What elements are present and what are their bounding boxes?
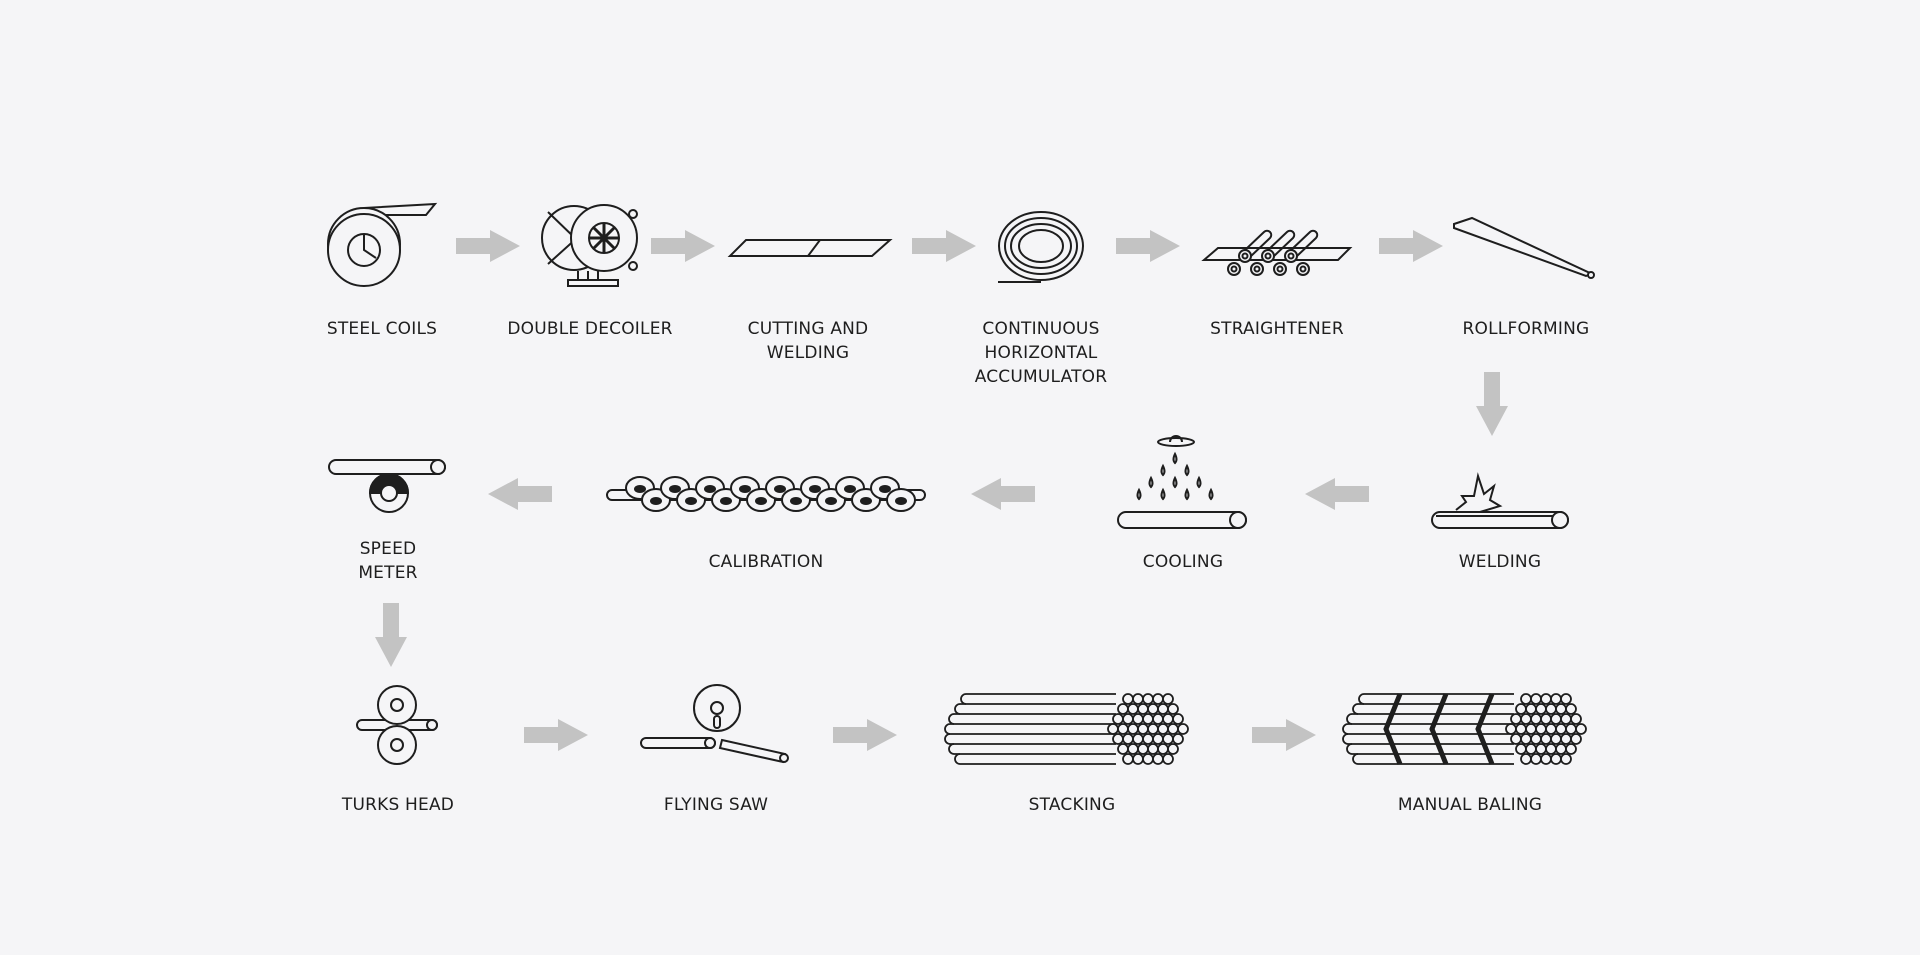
accumulator-icon	[996, 210, 1086, 286]
step-label-stacking: STACKING	[1028, 795, 1116, 815]
step-label-accumulator: CONTINUOUS HORIZONTAL ACCUMULATOR	[974, 319, 1108, 387]
arrow-right-icon	[1379, 230, 1443, 262]
stacking-icon	[946, 692, 1200, 768]
double-decoiler-icon	[538, 200, 642, 290]
arrow-right-icon	[1252, 719, 1316, 751]
step-label-straightener: STRAIGHTENER	[1210, 319, 1344, 339]
arrow-down-icon	[1476, 372, 1508, 436]
arrow-down-icon	[375, 603, 407, 667]
step-label-cutting-welding: CUTTING AND WELDING	[747, 319, 869, 363]
rollforming-icon	[1452, 216, 1596, 280]
step-label-steel-coils: STEEL COILS	[326, 319, 438, 339]
step-label-speed-meter: SPEED METER	[358, 539, 418, 583]
arrow-left-icon	[1305, 478, 1369, 510]
arrow-right-icon	[651, 230, 715, 262]
manual-baling-icon	[1344, 692, 1596, 768]
step-label-rollforming: ROLLFORMING	[1462, 319, 1590, 339]
arrow-left-icon	[971, 478, 1035, 510]
step-label-calibration: CALIBRATION	[708, 552, 824, 572]
straightener-icon	[1202, 226, 1352, 278]
arrow-right-icon	[524, 719, 588, 751]
step-label-cooling: COOLING	[1142, 552, 1224, 572]
flying-saw-icon	[640, 684, 792, 766]
arrow-left-icon	[488, 478, 552, 510]
arrow-right-icon	[912, 230, 976, 262]
cutting-welding-icon	[728, 238, 892, 258]
turks-head-icon	[356, 684, 440, 766]
step-label-manual-baling: MANUAL BALING	[1397, 795, 1543, 815]
speed-meter-icon	[328, 458, 448, 516]
steel-coil-icon	[320, 198, 440, 294]
step-label-double-decoiler: DOUBLE DECOILER	[507, 319, 673, 339]
arrow-right-icon	[456, 230, 520, 262]
calibration-icon	[608, 474, 926, 516]
step-label-welding: WELDING	[1458, 552, 1542, 572]
cooling-icon	[1116, 430, 1250, 530]
welding-icon	[1430, 470, 1574, 532]
step-label-flying-saw: FLYING SAW	[663, 795, 769, 815]
step-label-turks-head: TURKS HEAD	[341, 795, 455, 815]
arrow-right-icon	[1116, 230, 1180, 262]
arrow-right-icon	[833, 719, 897, 751]
